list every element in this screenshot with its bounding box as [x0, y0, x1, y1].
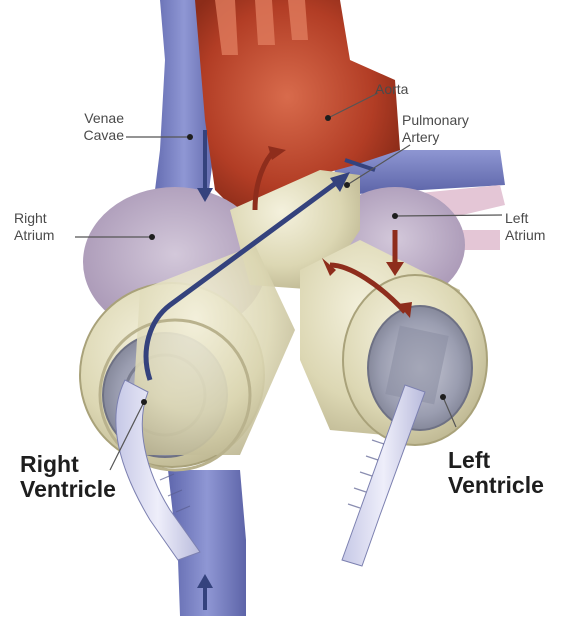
venae-cavae-label-line2: Cavae	[72, 127, 124, 144]
right-atrium-label-line1: Right	[14, 210, 54, 227]
right-atrium-label-line2: Atrium	[14, 227, 54, 244]
right-ventricle-label: Right Ventricle	[20, 452, 116, 502]
right-ventricle-label-line1: Right	[20, 452, 116, 477]
left-ventricle-label: Left Ventricle	[448, 448, 544, 498]
left-atrium-label: Left Atrium	[505, 210, 545, 244]
left-ventricle-label-line2: Ventricle	[448, 473, 544, 498]
left-atrium-label-line1: Left	[505, 210, 545, 227]
right-ventricle-label-line2: Ventricle	[20, 477, 116, 502]
aorta-label-text: Aorta	[375, 81, 408, 98]
venae-cavae-label: Venae Cavae	[72, 110, 124, 144]
left-atrium-label-line2: Atrium	[505, 227, 545, 244]
right-atrium-label: Right Atrium	[14, 210, 54, 244]
left-ventricle-label-line1: Left	[448, 448, 544, 473]
aorta-label: Aorta	[375, 81, 408, 98]
pulmonary-artery-label: Pulmonary Artery	[402, 112, 469, 146]
pulmonary-artery-label-line1: Pulmonary	[402, 112, 469, 129]
pulmonary-artery-label-line2: Artery	[402, 129, 469, 146]
venae-cavae-label-line1: Venae	[72, 110, 124, 127]
